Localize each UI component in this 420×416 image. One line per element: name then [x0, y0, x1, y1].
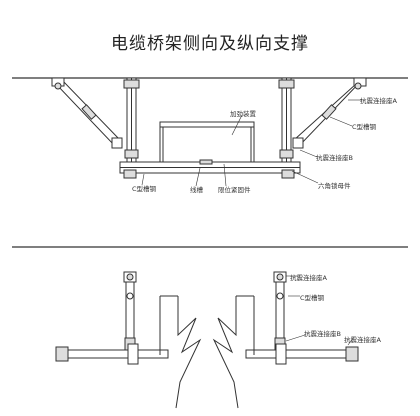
label-reinforcement: 加劲装置	[230, 110, 256, 118]
label-bottom-seismic-connector-a-low: 抗震连接座A	[344, 336, 381, 344]
label-bottom-c-channel: C型槽钢	[300, 294, 325, 302]
left-vertical-assembly	[123, 271, 137, 353]
left-hanger-rod	[123, 77, 140, 174]
label-bottom-seismic-connector-a: 抗震连接座A	[290, 274, 327, 282]
right-diagonal-brace	[292, 77, 367, 149]
bottom-c-channel	[119, 159, 301, 179]
right-hanger-rod	[278, 77, 295, 174]
tray-break-lines	[159, 295, 255, 409]
left-horizontal-brace	[55, 343, 169, 365]
label-cable-tray: 线槽	[190, 186, 203, 194]
top-leader-lines	[141, 99, 362, 187]
diagram-title: 电缆桥架侧向及纵向支撑	[111, 34, 309, 54]
label-seismic-connector-b: 抗震连接座B	[316, 154, 353, 162]
right-vertical-assembly	[273, 271, 287, 353]
label-bottom-seismic-connector-b: 抗震连接座B	[304, 330, 341, 338]
label-lock-nut: 六角锁母件	[318, 182, 351, 190]
label-limit-fixture: 限位紧固件	[218, 186, 251, 194]
left-diagonal-brace	[51, 77, 123, 149]
right-horizontal-brace	[245, 343, 359, 365]
bottom-leader-lines	[285, 275, 354, 346]
label-c-channel-left: C型槽钢	[132, 185, 157, 193]
label-seismic-connector-a: 抗震连接座A	[360, 97, 397, 105]
label-c-channel-right: C型槽钢	[352, 123, 377, 131]
cable-tray	[159, 121, 255, 163]
